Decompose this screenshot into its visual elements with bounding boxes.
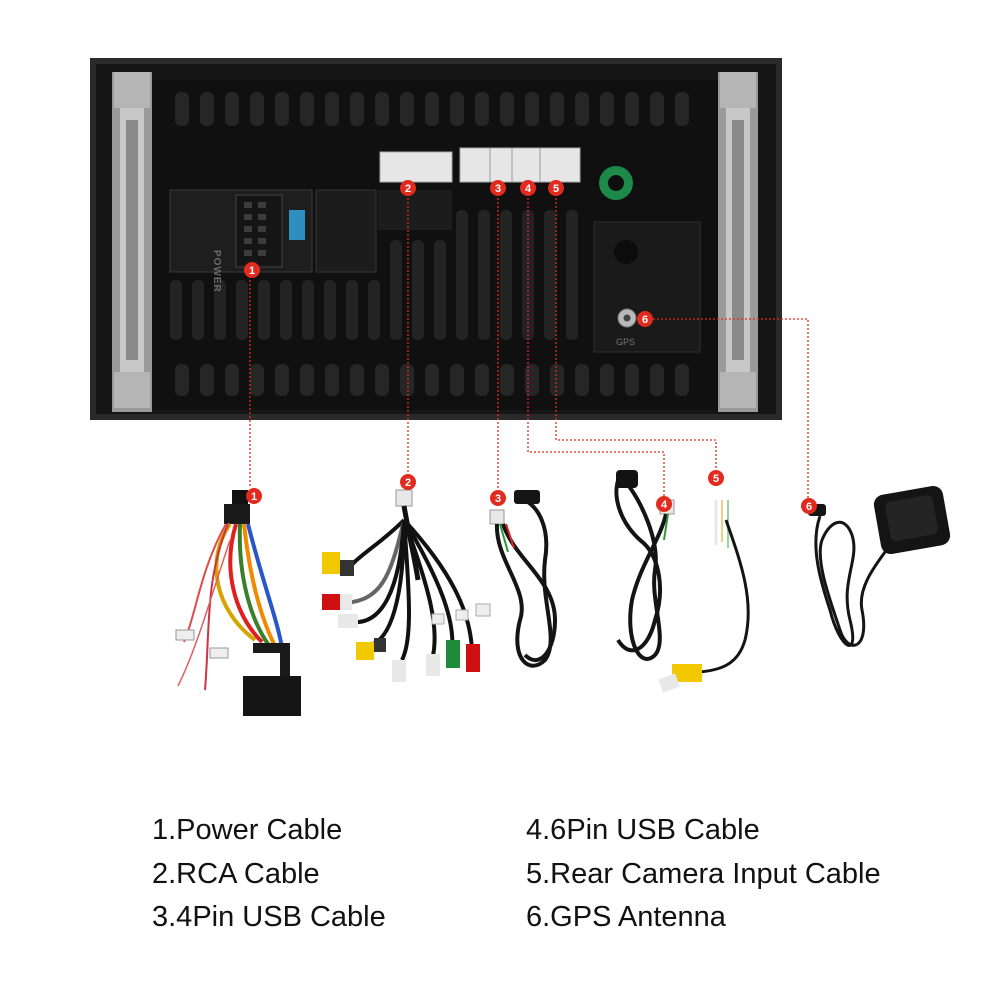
legend-4pin-usb-cable: 3.4Pin USB Cable — [152, 901, 386, 933]
gps-antenna — [808, 485, 951, 647]
svg-text:6: 6 — [806, 501, 812, 513]
rca-cable — [322, 489, 491, 682]
mid-vents — [170, 210, 578, 340]
green-av-jack — [599, 166, 633, 200]
badge-3: 3 — [490, 180, 506, 196]
gps-label: GPS — [616, 337, 635, 347]
badge-5-cable: 5 — [708, 470, 724, 486]
rear-camera-cable — [658, 500, 750, 693]
badge-6-cable: 6 — [801, 498, 817, 514]
power-socket: POWER — [169, 189, 377, 293]
svg-text:6: 6 — [642, 314, 648, 326]
power-label: POWER — [211, 250, 222, 293]
svg-text:4: 4 — [661, 499, 668, 511]
svg-text:1: 1 — [251, 491, 257, 503]
badge-6: 6 — [637, 311, 653, 327]
legend-rca-cable: 2.RCA Cable — [152, 858, 320, 890]
top-vents — [175, 92, 689, 126]
left-mounting-bracket — [112, 72, 152, 412]
leader-lines — [249, 194, 809, 498]
svg-text:4: 4 — [525, 183, 532, 195]
badge-5: 5 — [548, 180, 564, 196]
right-mounting-bracket — [718, 72, 758, 412]
svg-text:5: 5 — [713, 473, 719, 485]
svg-text:3: 3 — [495, 183, 501, 195]
legend-gps-antenna: 6.GPS Antenna — [526, 901, 726, 933]
bottom-vents — [175, 364, 689, 396]
legend-rear-camera-cable: 5.Rear Camera Input Cable — [526, 858, 881, 890]
badge-4: 4 — [520, 180, 536, 196]
leader-4 — [527, 194, 665, 496]
legend-power-cable: 1.Power Cable — [152, 814, 343, 846]
badge-4-cable: 4 — [656, 496, 672, 512]
badge-3-cable: 3 — [490, 490, 506, 506]
badge-2: 2 — [400, 180, 416, 196]
svg-text:3: 3 — [495, 493, 501, 505]
svg-text:2: 2 — [405, 477, 411, 489]
connector-headers — [378, 147, 581, 230]
badge-1: 1 — [244, 262, 260, 278]
head-unit-back-panel: POWER GPS — [90, 58, 782, 420]
power-cable — [175, 490, 301, 716]
svg-text:1: 1 — [249, 265, 255, 277]
badge-1-cable: 1 — [246, 488, 262, 504]
svg-text:5: 5 — [553, 183, 559, 195]
gps-block: GPS — [593, 221, 701, 353]
legend-6pin-usb-cable: 4.6Pin USB Cable — [526, 814, 760, 846]
badge-2-cable: 2 — [400, 474, 416, 490]
leader-5 — [555, 194, 717, 470]
usb-4pin-cable — [489, 490, 558, 668]
svg-text:2: 2 — [405, 183, 411, 195]
